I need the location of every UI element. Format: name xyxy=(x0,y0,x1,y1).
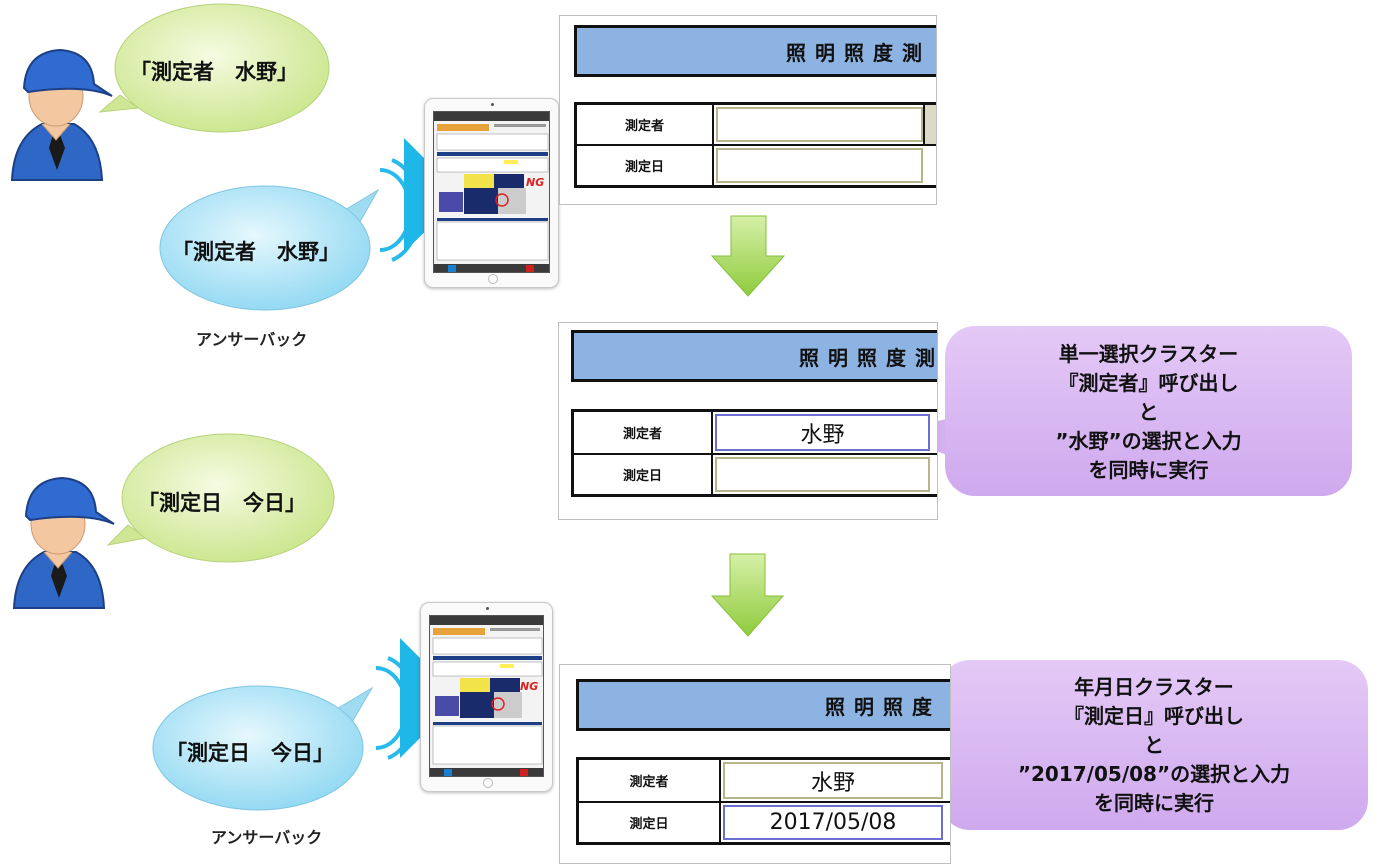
spreadsheet-person-filled: 照明照度測 測定者 水野 測定日 xyxy=(558,322,938,520)
table-row: 測定日 xyxy=(574,455,937,494)
sheet-title: 照明照度 xyxy=(576,679,950,731)
worker-avatar-icon xyxy=(10,48,113,181)
label-date: 測定日 xyxy=(574,455,713,494)
worker-avatar-icon xyxy=(12,476,115,609)
speech-text-worker-bottom: 「測定日 今日」 xyxy=(138,491,306,515)
label-person: 測定者 xyxy=(574,412,713,453)
table-row: 測定者 水野 xyxy=(574,412,937,455)
date-field[interactable]: 2017/05/08 xyxy=(723,805,943,840)
sheet-title: 照明照度測 xyxy=(571,330,937,382)
table-row: 測定日 xyxy=(577,146,936,185)
label-date: 測定日 xyxy=(577,146,714,185)
label-date: 測定日 xyxy=(579,803,721,842)
spreadsheet-before: 照明照度測 測定者 測定日 xyxy=(559,15,937,205)
table-row: 測定者 水野 xyxy=(579,760,950,803)
date-field[interactable] xyxy=(715,457,930,492)
speech-bubble-answer-top xyxy=(159,185,380,311)
label-person: 測定者 xyxy=(579,760,721,801)
speech-text-answer-bottom: 「測定日 今日」 xyxy=(166,741,334,765)
person-field[interactable]: 水野 xyxy=(723,762,943,799)
caption-answerback-top: アンサーバック xyxy=(196,330,308,349)
table-row: 測定者 xyxy=(577,105,936,146)
speech-bubble-worker-top xyxy=(98,3,330,133)
ng-mark: NG xyxy=(526,176,544,189)
arrow-down-icon xyxy=(710,215,786,297)
person-field[interactable]: 水野 xyxy=(715,414,930,451)
speech-bubble-answer-bottom xyxy=(152,685,374,811)
arrow-down-icon xyxy=(710,553,785,637)
callout-text-date: 年月日クラスター 『測定日』呼び出し と ”2017/05/08”の選択と入力 … xyxy=(1017,675,1291,815)
caption-answerback-bottom: アンサーバック xyxy=(211,828,323,847)
side-cell xyxy=(923,105,936,144)
person-field[interactable] xyxy=(716,107,923,142)
sheet-table: 測定者 測定日 xyxy=(574,102,936,188)
ng-mark: NG xyxy=(520,680,538,693)
label-person: 測定者 xyxy=(577,105,714,144)
table-row: 測定日 2017/05/08 xyxy=(579,803,950,842)
tablet-device: NG xyxy=(420,602,553,792)
sheet-title: 照明照度測 xyxy=(574,25,936,77)
date-field[interactable] xyxy=(716,148,923,183)
speech-bubble-worker-bottom xyxy=(106,433,335,563)
sheet-table: 測定者 水野 測定日 2017/05/08 xyxy=(576,757,950,845)
speech-text-worker-top: 「測定者 水野」 xyxy=(130,60,298,84)
tablet-screen: NG xyxy=(433,111,550,273)
tablet-device: NG xyxy=(424,98,559,288)
tablet-screen: NG xyxy=(429,615,544,777)
spreadsheet-date-filled: 照明照度 測定者 水野 測定日 2017/05/08 xyxy=(559,664,951,864)
speech-text-answer-top: 「測定者 水野」 xyxy=(172,240,340,264)
callout-text-person: 単一選択クラスター 『測定者』呼び出し と ”水野”の選択と入力 を同時に実行 xyxy=(1055,342,1242,482)
sheet-table: 測定者 水野 測定日 xyxy=(571,409,937,497)
